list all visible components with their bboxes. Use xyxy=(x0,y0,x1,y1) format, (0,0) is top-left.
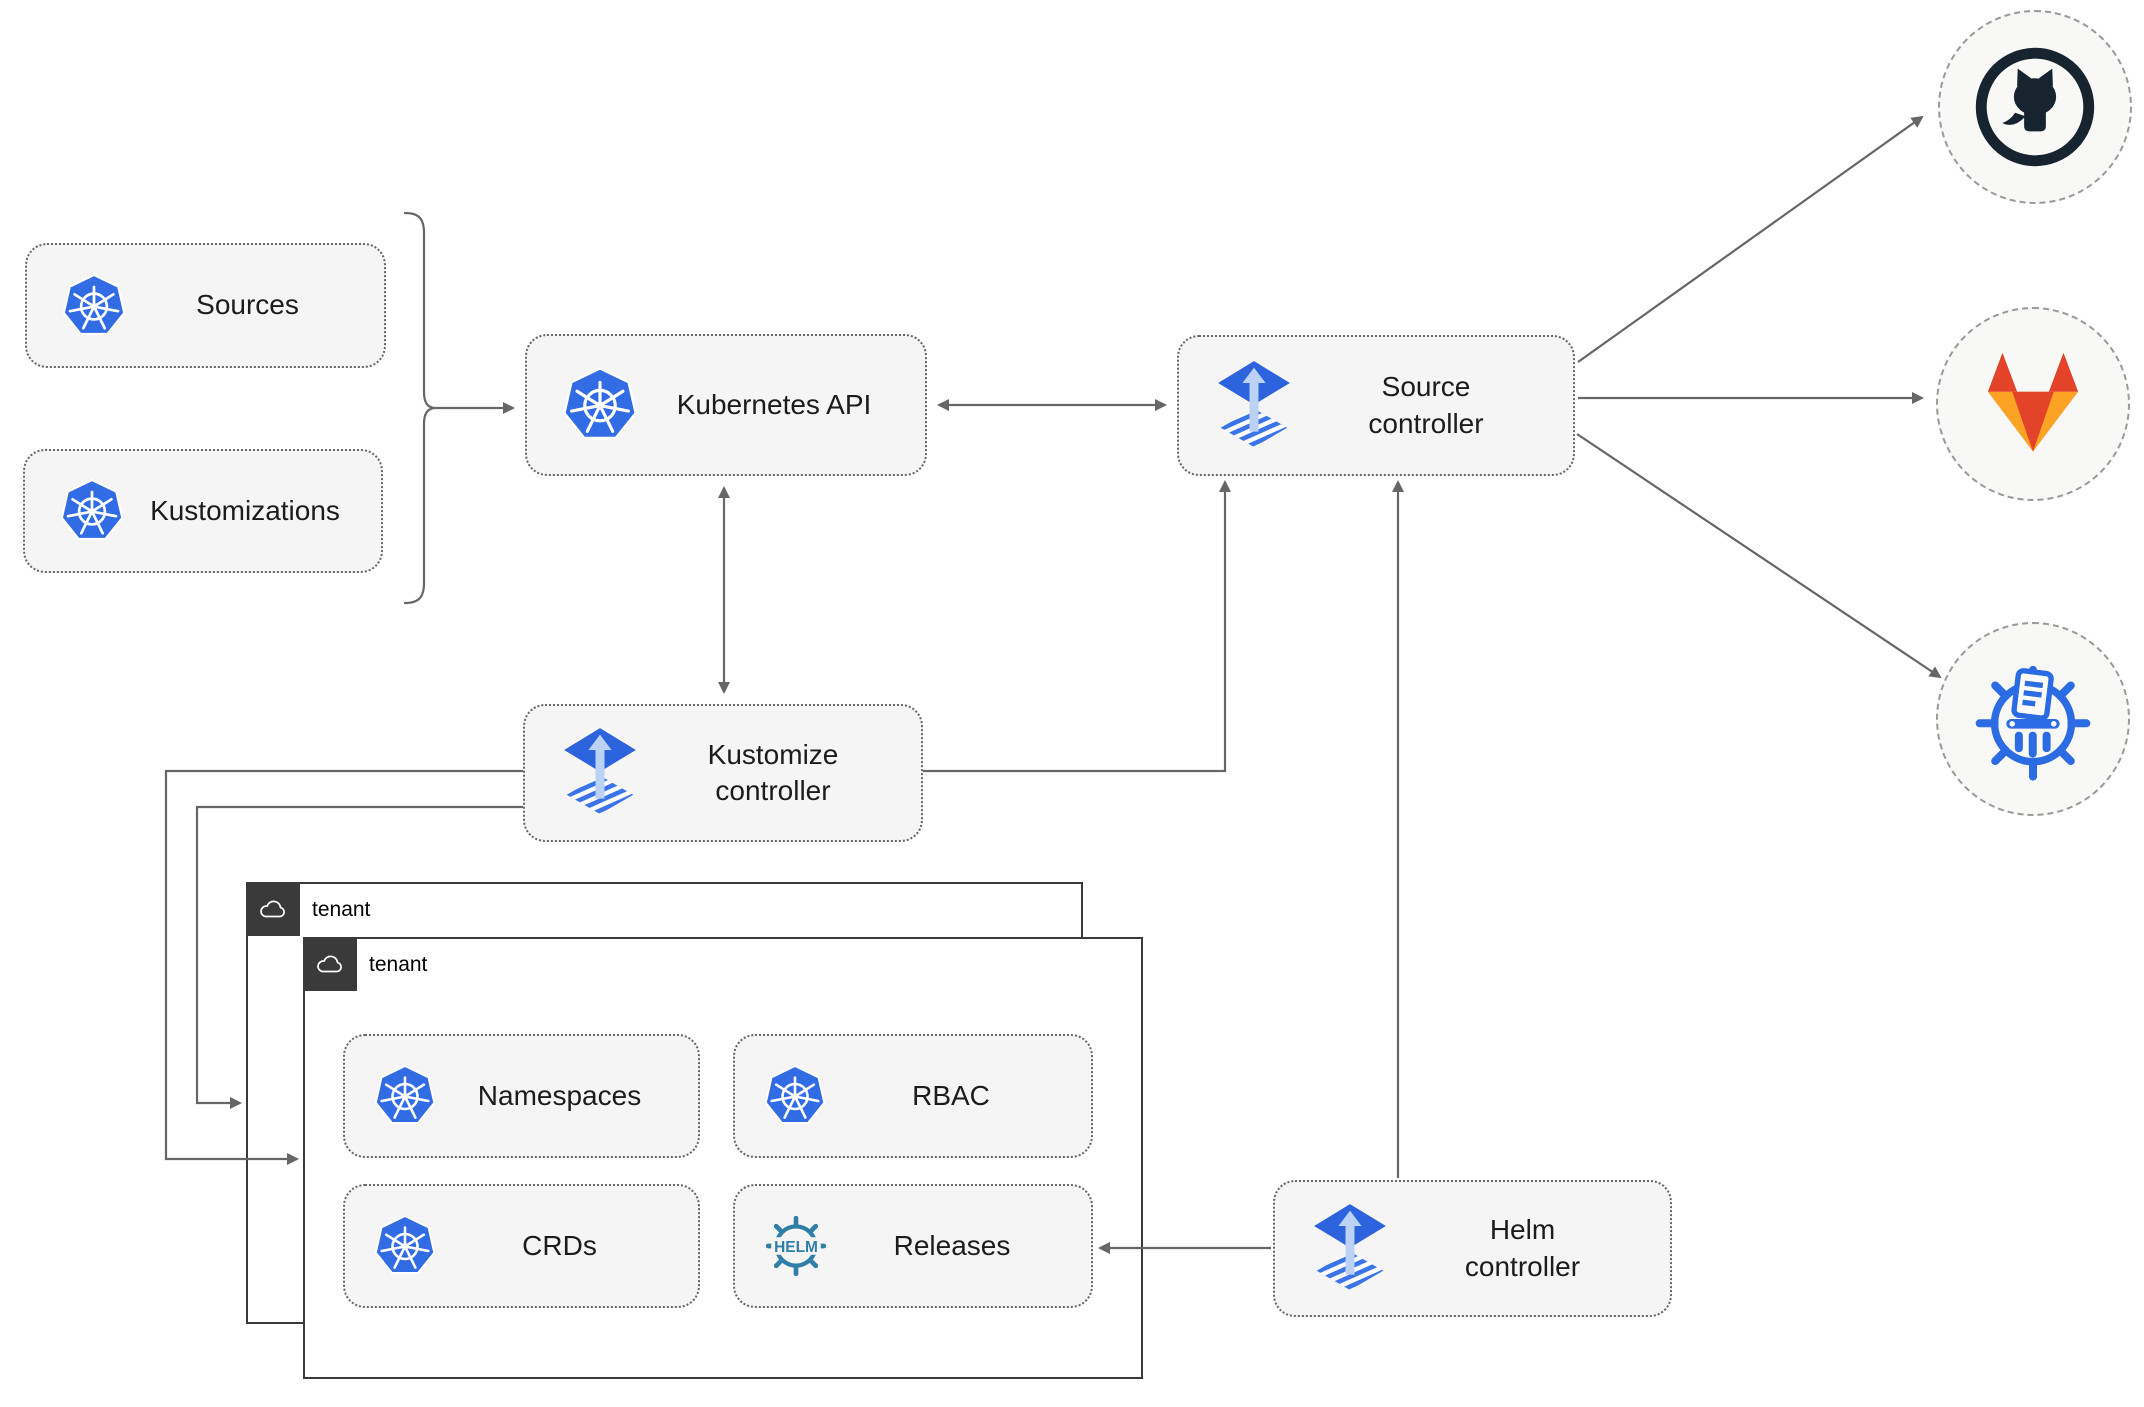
node-label: Namespaces xyxy=(477,1079,642,1111)
kubernetes-icon xyxy=(373,1064,437,1128)
helm-logo-text: HELM xyxy=(774,1239,818,1256)
node-label: RBAC xyxy=(912,1079,990,1111)
kubernetes-icon xyxy=(59,478,125,544)
node-label: Releases xyxy=(893,1229,1011,1261)
node-label: Kustomizations xyxy=(150,494,340,526)
tenant-box-front: tenant xyxy=(303,937,1143,1379)
flux-icon xyxy=(559,728,641,818)
chartmuseum-icon xyxy=(1975,665,2091,781)
tenant-label: tenant xyxy=(369,953,428,976)
node-releases: HELM Releases xyxy=(733,1184,1093,1308)
node-sources: Sources xyxy=(25,243,386,368)
node-label: Sources xyxy=(196,289,299,321)
node-label: Kustomize controller xyxy=(707,738,839,806)
github-icon xyxy=(1975,47,2095,167)
flux-icon xyxy=(1213,360,1295,451)
node-kustomizations: Kustomizations xyxy=(23,449,383,573)
flux-icon xyxy=(1309,1203,1391,1294)
helm-icon: HELM xyxy=(763,1213,829,1279)
gitlab-icon xyxy=(1987,352,2079,452)
kubernetes-icon xyxy=(561,366,639,444)
bracket xyxy=(403,211,435,605)
kubernetes-icon xyxy=(763,1064,827,1128)
node-rbac: RBAC xyxy=(733,1034,1093,1158)
node-kustomize-controller: Kustomize controller xyxy=(523,704,923,842)
node-namespaces: Namespaces xyxy=(343,1034,700,1158)
edge-kustomize-source xyxy=(923,480,1231,773)
node-crds: CRDs xyxy=(343,1184,700,1308)
chartmuseum-provider-circle xyxy=(1936,622,2130,816)
edge-source-github xyxy=(1577,115,1924,363)
node-label: Kubernetes API xyxy=(676,388,872,420)
cloud-icon xyxy=(260,900,285,918)
node-label: Source controller xyxy=(1368,371,1484,439)
gitlab-provider-circle xyxy=(1936,307,2130,501)
tenant-header xyxy=(246,882,300,936)
kubernetes-icon xyxy=(373,1214,437,1278)
cloud-icon xyxy=(317,955,342,973)
node-label: Helm controller xyxy=(1464,1214,1581,1282)
node-label: CRDs xyxy=(522,1229,597,1261)
github-provider-circle xyxy=(1938,10,2132,204)
tenant-label: tenant xyxy=(312,898,371,921)
node-helm-controller: Helm controller xyxy=(1273,1180,1672,1317)
tenant-header xyxy=(303,937,357,991)
node-source-controller: Source controller xyxy=(1177,335,1575,476)
node-kubernetes-api: Kubernetes API xyxy=(525,334,927,476)
kubernetes-icon xyxy=(61,273,127,339)
edge-source-chartmuseum xyxy=(1576,433,1942,679)
